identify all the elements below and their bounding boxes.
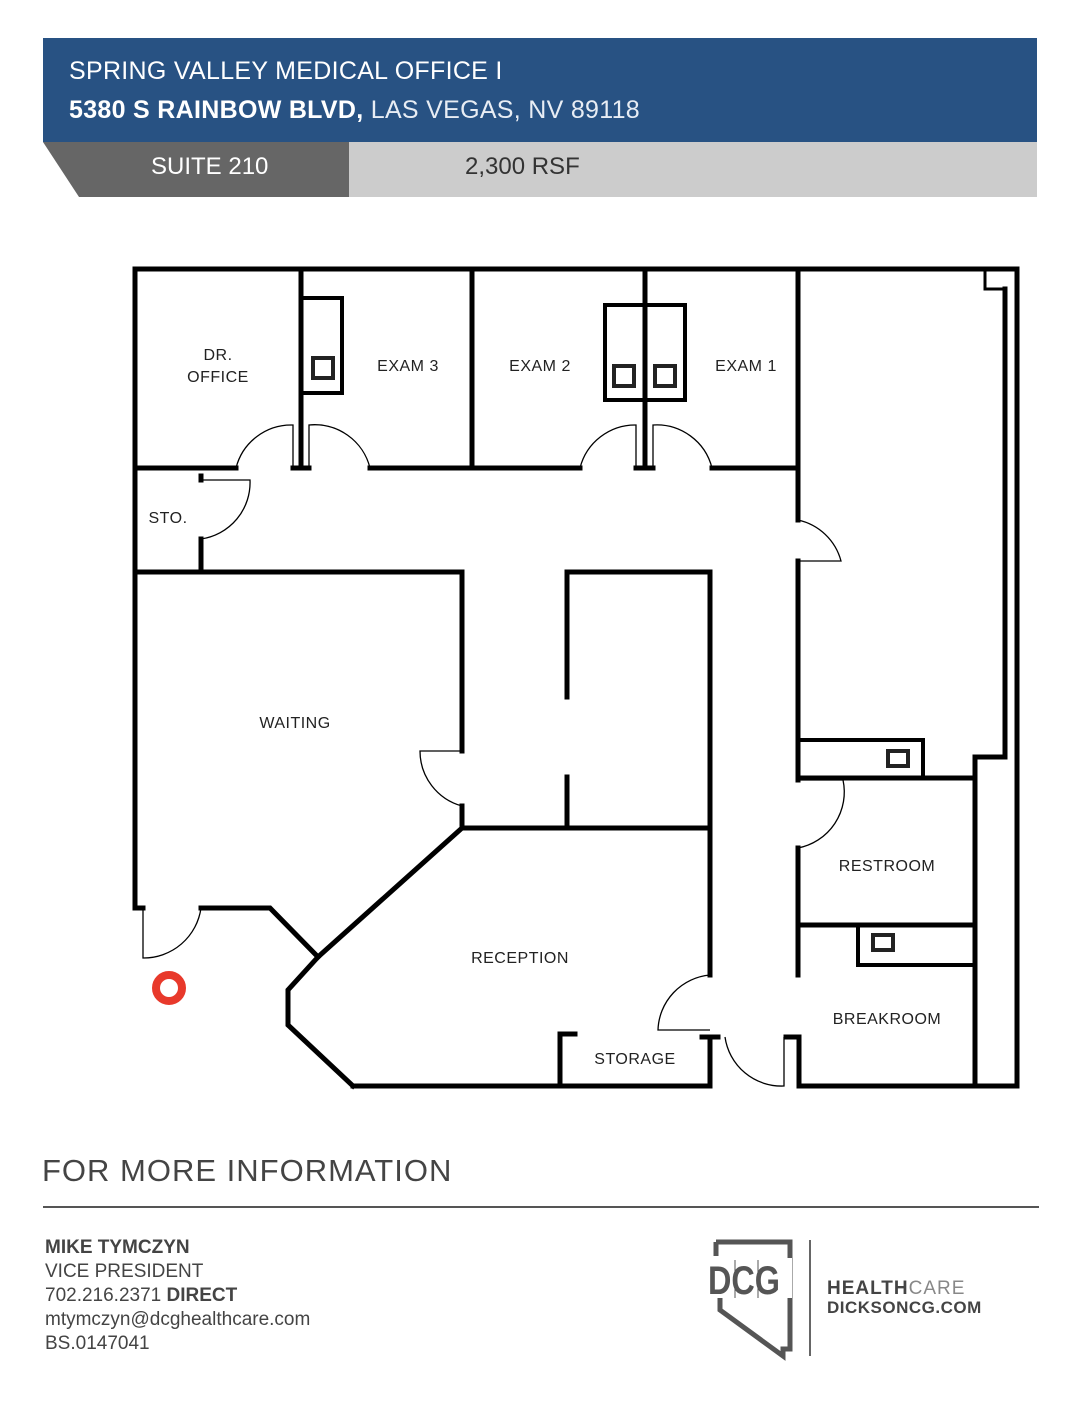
dcg-logo: DCG HEALTHCARE DICKSONCG.COM	[700, 1236, 1030, 1361]
logo-health: HEALTH	[827, 1278, 909, 1299]
logo-url[interactable]: DICKSONCG.COM	[827, 1298, 982, 1317]
contact-card: MIKE TYMCZYN VICE PRESIDENT 702.216.2371…	[45, 1236, 310, 1356]
logo-healthcare: HEALTHCARE	[827, 1278, 965, 1300]
room-label-restroom: RESTROOM	[839, 858, 935, 875]
divider	[43, 1206, 1039, 1208]
room-label-dr-office-2: OFFICE	[187, 369, 249, 386]
info-heading: FOR MORE INFORMATION	[42, 1153, 453, 1188]
room-label-sto: STO.	[148, 510, 187, 527]
entrance-marker-icon	[152, 971, 186, 1005]
room-label-exam-2: EXAM 2	[509, 358, 571, 375]
contact-license: BS.0147041	[45, 1333, 150, 1354]
suite-number: SUITE 210	[151, 153, 269, 180]
suite-bar: SUITE 210 2,300 RSF	[43, 142, 1037, 197]
room-label-exam-3: EXAM 3	[377, 358, 439, 375]
contact-email[interactable]: mtymczyn@dcghealthcare.com	[45, 1309, 311, 1330]
contact-name: MIKE TYMCZYN	[45, 1237, 190, 1258]
rsf-badge: 2,300 RSF	[349, 142, 1037, 197]
floor-plan: DR. OFFICE EXAM 3 EXAM 2 EXAM 1 STO. WAI…	[132, 266, 1020, 1090]
room-label-storage: STORAGE	[594, 1051, 675, 1068]
contact-phone[interactable]: 702.216.2371	[45, 1285, 162, 1306]
room-label-exam-1: EXAM 1	[715, 358, 777, 375]
logo-care: CARE	[908, 1278, 966, 1299]
nevada-dcg-logo-icon: DCG	[708, 1239, 793, 1361]
property-address: 5380 S RAINBOW BLVD, LAS VEGAS, NV 89118	[69, 96, 640, 125]
property-header: SPRING VALLEY MEDICAL OFFICE I 5380 S RA…	[43, 38, 1037, 142]
contact-role: VICE PRESIDENT	[45, 1261, 204, 1282]
city-state-zip: LAS VEGAS, NV 89118	[370, 96, 641, 124]
room-label-reception: RECEPTION	[471, 950, 569, 967]
rsf-value: 2,300 RSF	[465, 153, 580, 180]
room-label-dr-office: DR.	[203, 347, 232, 364]
street-address: 5380 S RAINBOW BLVD,	[69, 96, 364, 124]
room-label-breakroom: BREAKROOM	[833, 1011, 942, 1028]
contact-phone-line: 702.216.2371 DIRECT	[45, 1284, 310, 1308]
property-title: SPRING VALLEY MEDICAL OFFICE I	[69, 57, 503, 85]
contact-phone-label: DIRECT	[166, 1285, 238, 1306]
suite-badge: SUITE 210	[43, 142, 349, 197]
logo-divider	[809, 1240, 811, 1356]
svg-text:DCG: DCG	[708, 1259, 780, 1303]
room-label-waiting: WAITING	[259, 715, 330, 732]
